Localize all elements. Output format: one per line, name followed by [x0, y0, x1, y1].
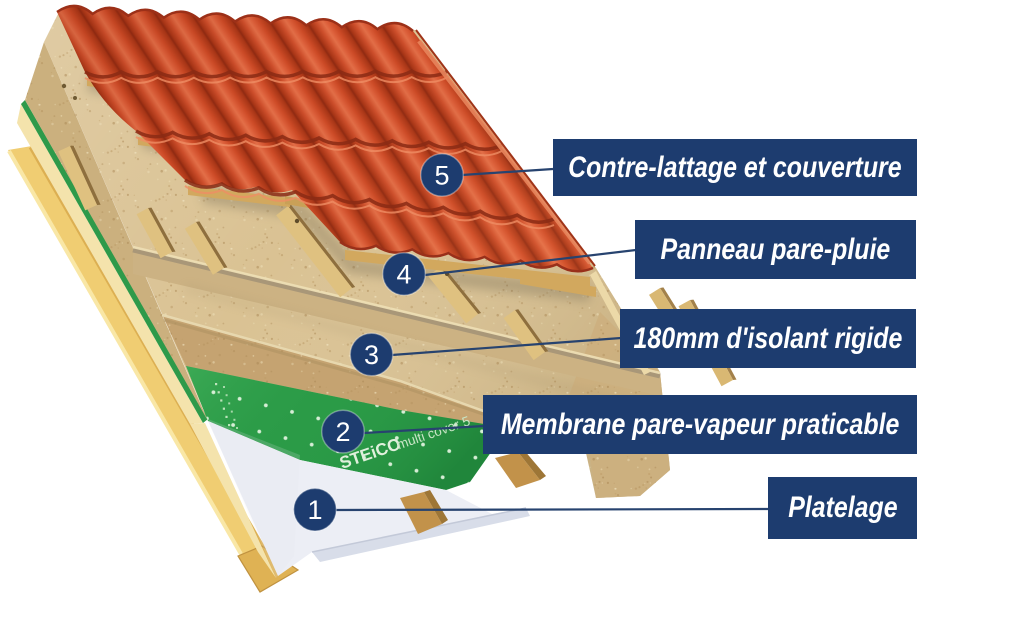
svg-text:4: 4: [396, 260, 411, 290]
svg-text:2: 2: [335, 417, 350, 447]
svg-text:5: 5: [434, 161, 449, 191]
svg-text:3: 3: [364, 340, 379, 370]
svg-text:1: 1: [307, 495, 322, 525]
